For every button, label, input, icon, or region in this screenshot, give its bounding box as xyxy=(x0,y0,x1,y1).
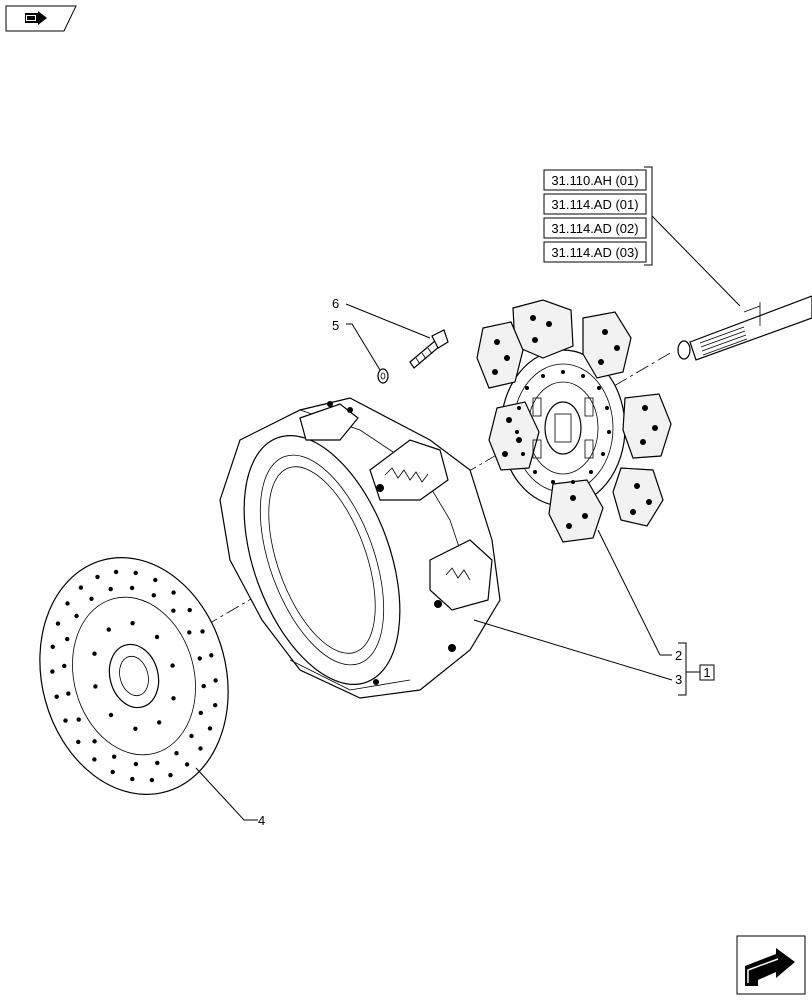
flywheel-hole xyxy=(112,754,117,759)
flywheel-hole xyxy=(201,683,206,689)
reference-box-2[interactable]: 31.114.AD (01) xyxy=(543,193,647,215)
flywheel-hole xyxy=(66,691,71,696)
flywheel-hole xyxy=(133,570,138,576)
callout-4: 4 xyxy=(258,813,265,828)
flywheel-hole xyxy=(110,769,115,775)
flywheel-hole xyxy=(171,696,176,701)
flywheel-hole xyxy=(213,678,218,683)
flywheel-hole xyxy=(149,777,155,783)
leader-2 xyxy=(597,529,661,656)
page-arrow-icon xyxy=(745,948,795,986)
leader-6 xyxy=(345,303,431,339)
flywheel-hole xyxy=(92,757,97,762)
flywheel-hole xyxy=(89,596,94,601)
reference-code: 31.114.AD (01) xyxy=(551,197,638,212)
flywheel-hole xyxy=(63,718,68,723)
flywheel-hole xyxy=(76,739,81,745)
flywheel-hole xyxy=(168,772,173,778)
reference-code: 31.114.AD (02) xyxy=(551,221,638,236)
clutch-disc xyxy=(476,299,672,543)
callout-6: 6 xyxy=(332,296,339,311)
flywheel-hole xyxy=(187,630,192,635)
reference-bracket xyxy=(644,166,653,266)
callout-5: 5 xyxy=(332,318,339,333)
flywheel-hole xyxy=(93,684,98,689)
flywheel-hole xyxy=(54,694,59,699)
reference-code: 31.114.AD (03) xyxy=(551,245,638,260)
flywheel-hole xyxy=(171,608,176,613)
flywheel-hole xyxy=(154,634,160,640)
leader-3 xyxy=(473,619,673,681)
washer xyxy=(377,368,389,384)
flywheel-hole xyxy=(213,703,218,708)
callout-2: 2 xyxy=(675,648,682,663)
flywheel-hole xyxy=(171,590,176,595)
flywheel-hole xyxy=(74,613,79,619)
kit-bracket: 1 xyxy=(678,642,715,696)
flywheel-hole xyxy=(153,577,158,583)
flywheel-hole xyxy=(155,760,160,766)
book-arrow-icon xyxy=(25,11,47,25)
callout-3: 3 xyxy=(675,672,682,687)
flywheel-hole xyxy=(207,726,213,731)
flywheel-hole xyxy=(113,569,119,575)
leader-5 xyxy=(346,323,381,371)
input-shaft xyxy=(677,295,812,361)
flywheel-hole xyxy=(50,644,56,649)
flywheel-hole xyxy=(95,574,100,580)
flywheel-hole xyxy=(65,636,70,642)
flywheel-hole xyxy=(198,710,203,716)
reference-box-4[interactable]: 31.114.AD (03) xyxy=(543,241,647,263)
flywheel-hole xyxy=(170,663,175,668)
flywheel-hole xyxy=(130,621,135,626)
kit-number: 1 xyxy=(703,665,710,680)
flywheel-hole xyxy=(108,586,113,592)
kit-box xyxy=(699,664,715,681)
flywheel-hole xyxy=(92,739,97,744)
flywheel-hole xyxy=(108,712,114,718)
flywheel-hole xyxy=(76,717,81,722)
flywheel-hole xyxy=(62,663,67,669)
flywheel-hole xyxy=(209,653,214,658)
bolt xyxy=(409,329,449,369)
flywheel-hole xyxy=(197,656,202,661)
flywheel-hole xyxy=(55,621,61,626)
clutch-cover-assembly xyxy=(219,397,501,699)
reference-code: 31.110.AH (01) xyxy=(551,173,638,188)
reference-box-1[interactable]: 31.110.AH (01) xyxy=(543,169,647,191)
flywheel-hole xyxy=(187,607,192,613)
book-nav-button[interactable] xyxy=(5,5,77,32)
flywheel-hole xyxy=(151,593,156,598)
flywheel-hole xyxy=(130,776,135,782)
flywheel-hole xyxy=(133,761,139,767)
flywheel-hole xyxy=(198,746,203,751)
page-nav-button[interactable] xyxy=(736,935,806,995)
flywheel-hole xyxy=(157,720,162,725)
flywheel-hole xyxy=(133,726,138,731)
leader-4 xyxy=(195,767,258,821)
flywheel-hole xyxy=(189,733,194,739)
flywheel-hole xyxy=(174,751,179,756)
reference-box-3[interactable]: 31.114.AD (02) xyxy=(543,217,647,239)
flywheel-hole xyxy=(129,585,135,591)
flywheel-hole xyxy=(78,585,84,590)
flywheel-hole xyxy=(106,627,111,632)
flywheel-hole xyxy=(50,669,55,674)
reference-list: 31.110.AH (01) 31.114.AD (01) 31.114.AD … xyxy=(543,166,741,307)
flywheel-disc xyxy=(39,557,229,795)
flywheel-hole xyxy=(200,629,205,634)
flywheel-hole xyxy=(184,762,190,767)
reference-leader xyxy=(651,215,741,307)
flywheel-hole xyxy=(92,651,97,656)
flywheel-hole xyxy=(65,601,70,606)
